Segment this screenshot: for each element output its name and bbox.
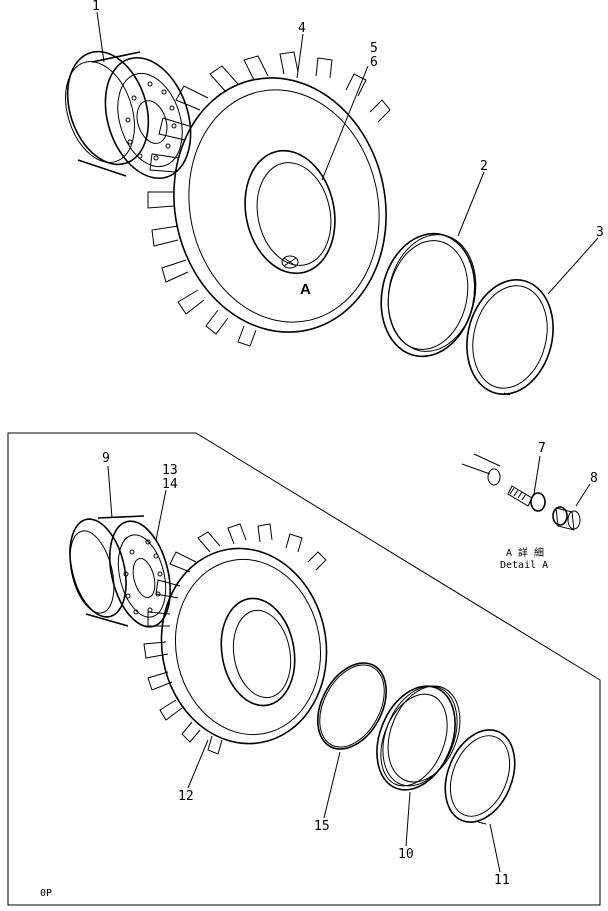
ring-2 (380, 232, 477, 358)
corner-code: 0P (40, 888, 52, 899)
callout-10: 10 (398, 847, 414, 862)
tire-12-tread (143, 523, 327, 755)
lock-ring-11 (444, 729, 516, 825)
callout-5: 5 (370, 41, 378, 56)
tire-4-tread (147, 51, 391, 347)
lock-ring-3 (466, 279, 554, 396)
lower-leader-lines (107, 465, 501, 873)
ring-10 (376, 685, 461, 791)
callout-3: 3 (596, 225, 604, 240)
marker-a: A (300, 281, 311, 298)
callout-12: 12 (178, 789, 194, 804)
callout-2: 2 (480, 159, 488, 174)
detail-label-jp: A 詳 細 (506, 546, 544, 559)
callout-6: 6 (370, 55, 378, 70)
valve-stem (281, 255, 299, 269)
upper-leader-lines (96, 11, 599, 295)
callout-11: 11 (494, 873, 510, 888)
callout-15: 15 (314, 819, 330, 834)
lower-panel-frame (7, 432, 601, 906)
bolt-7 (507, 485, 546, 512)
callout-13: 13 (162, 463, 178, 478)
wheel-rim-1 (65, 50, 192, 180)
detail-label-en: Detail A (500, 560, 548, 571)
tire-12 (143, 523, 328, 755)
wheel-rim-9 (69, 515, 171, 628)
callout-8: 8 (590, 471, 598, 486)
callout-1: 1 (92, 0, 100, 14)
callout-14: 14 (162, 477, 178, 492)
rim-bolt-holes (125, 81, 177, 161)
tire-4 (147, 51, 391, 347)
pin-stub (461, 453, 501, 486)
callout-9: 9 (102, 451, 110, 466)
cap-8 (552, 506, 581, 531)
o-ring-15 (317, 662, 387, 750)
callout-4: 4 (298, 21, 306, 36)
callout-7: 7 (538, 441, 546, 456)
detail-a-group: 7 8 A 詳 細 Detail A (461, 441, 598, 571)
